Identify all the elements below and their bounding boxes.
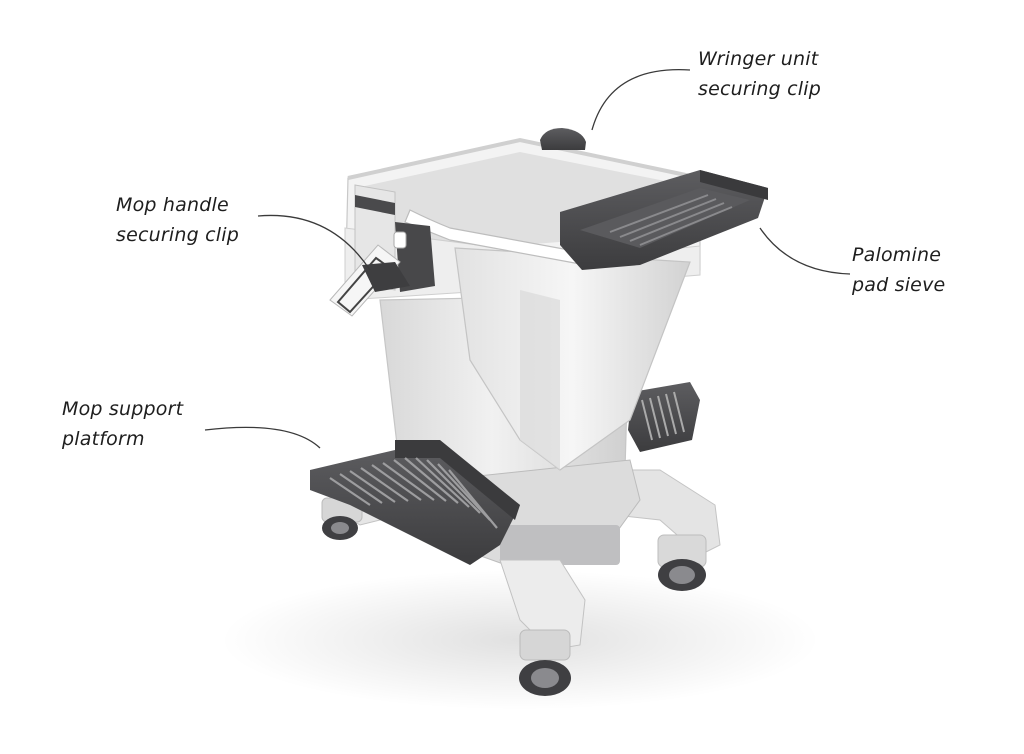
callout-mop-platform: Mop support platform — [62, 394, 183, 454]
callout-sieve-line2: pad sieve — [852, 274, 946, 296]
callout-mop-handle-line1: Mop handle — [116, 194, 229, 216]
leader-platform — [204, 426, 321, 449]
callout-sieve-line1: Palomine — [852, 244, 942, 266]
palomine-pad-sieve — [560, 170, 768, 270]
leader-lines — [204, 69, 851, 449]
callout-wringer-clip: Wringer unit securing clip — [698, 44, 821, 104]
wringer-securing-clip — [540, 128, 586, 150]
callout-palomine-sieve: Palomine pad sieve — [852, 240, 945, 300]
callout-platform-line1: Mop support — [62, 398, 184, 420]
leader-mop-handle — [257, 214, 371, 271]
callout-mop-handle-line2: securing clip — [116, 224, 239, 246]
leader-wringer — [591, 69, 691, 131]
front-right-leg — [499, 559, 586, 696]
mop-support-platform — [310, 440, 520, 565]
callout-platform-line2: platform — [62, 428, 145, 450]
leader-sieve — [759, 227, 851, 275]
callout-wringer-line1: Wringer unit — [698, 48, 819, 70]
callout-mop-handle-clip: Mop handle securing clip — [116, 190, 239, 250]
rear-sieve-platform — [628, 382, 700, 452]
callout-wringer-line2: securing clip — [698, 78, 821, 100]
mop-handle-clip — [329, 184, 435, 317]
